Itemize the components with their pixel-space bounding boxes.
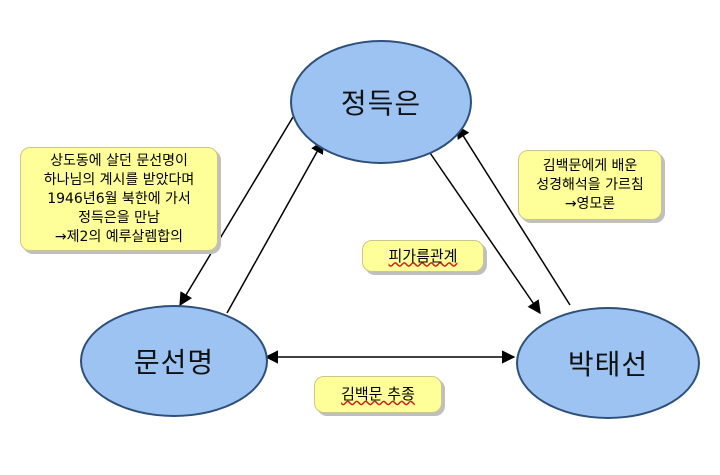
- arrow-top-to-left: [179, 116, 294, 307]
- node-right-label: 박태선: [567, 348, 649, 381]
- node-jeong-deuk-eun: 정득은: [290, 40, 472, 164]
- note-bottom: 김백문 추종: [314, 376, 442, 413]
- node-park-tae-sun: 박태선: [516, 307, 700, 419]
- note-left-line: →제2의 예루살렘합의: [54, 228, 184, 245]
- node-moon-sun-myung: 문선명: [80, 305, 268, 417]
- note-center-label: 피가름관계: [388, 246, 458, 265]
- note-left-line: 하나님의 계시를 받았다며: [43, 171, 195, 188]
- note-right-line: 성경해석을 가르침: [536, 176, 644, 193]
- arrow-right-to-top: [456, 124, 571, 306]
- note-left: 상도동에 살던 문선명이 하나님의 계시를 받았다며 1946년6월 북한에 가…: [20, 147, 218, 251]
- note-center: 피가름관계: [362, 240, 484, 272]
- note-bottom-label: 김백문 추종: [341, 385, 415, 403]
- node-left-label: 문선명: [133, 346, 215, 379]
- note-left-line: 1946년6월 북한에 가서: [47, 190, 191, 207]
- note-right-line: 김백문에게 배운: [542, 157, 638, 174]
- arrow-top-to-right: [427, 149, 541, 315]
- note-left-line: 상도동에 살던 문선명이: [50, 152, 188, 169]
- node-top-label: 정득은: [340, 87, 422, 120]
- note-right-line: →영모론: [564, 195, 616, 212]
- arrow-left-to-top: [226, 139, 324, 314]
- note-right: 김백문에게 배운 성경해석을 가르침 →영모론: [518, 150, 662, 220]
- note-left-line: 정득은을 만남: [78, 209, 160, 226]
